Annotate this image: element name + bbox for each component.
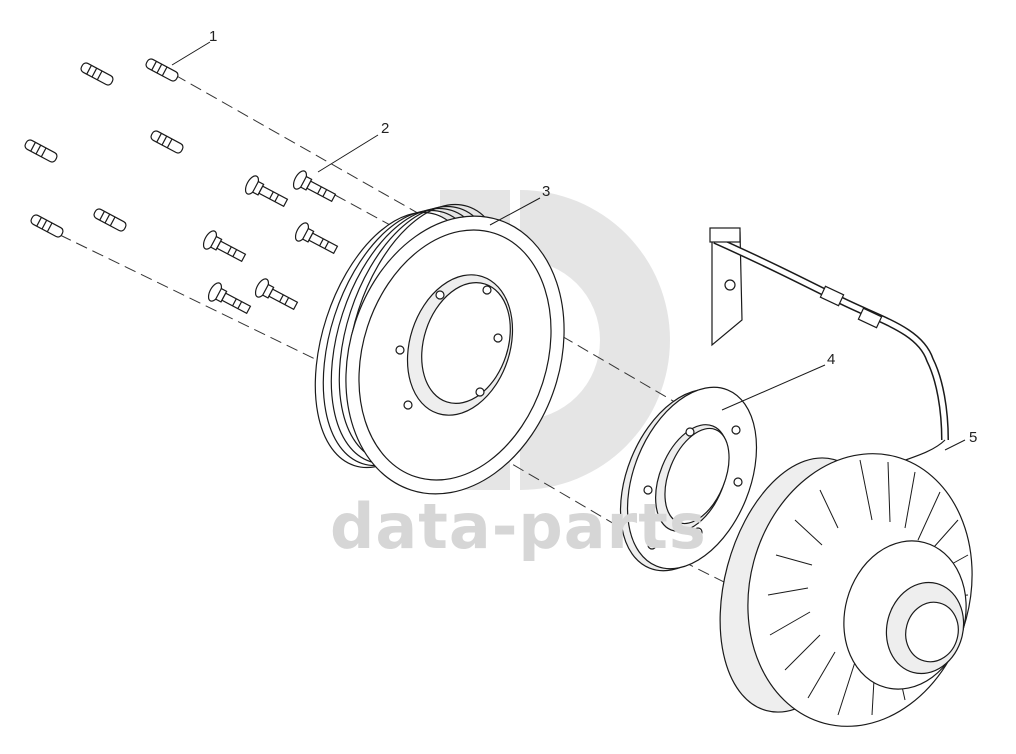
- callout-3: 3: [542, 183, 550, 200]
- stud-icon: [145, 58, 179, 82]
- callout-1: 1: [209, 28, 217, 45]
- stud-icon: [150, 130, 184, 154]
- callout-5: 5: [969, 429, 977, 446]
- studs: [24, 58, 184, 238]
- bolts: [202, 170, 339, 315]
- wiring-harness: [709, 227, 949, 471]
- callout-2: 2: [381, 120, 389, 137]
- bolt-icon: [207, 282, 252, 315]
- fan-clutch: [719, 453, 973, 727]
- stud-icon: [24, 139, 58, 163]
- stud-icon: [30, 214, 64, 238]
- bolt-icon: [294, 222, 339, 255]
- callout-4: 4: [827, 351, 835, 368]
- bolt-icon: [244, 175, 289, 208]
- stud-icon: [93, 208, 127, 232]
- bolt-icon: [292, 170, 337, 203]
- watermark-text: data-parts: [330, 490, 707, 563]
- stud-icon: [80, 62, 114, 86]
- bolt-icon: [254, 278, 299, 311]
- spacer-ring: [619, 386, 758, 572]
- pulley: [314, 203, 565, 495]
- bolt-icon: [202, 230, 247, 263]
- leader-lines: [171, 41, 966, 451]
